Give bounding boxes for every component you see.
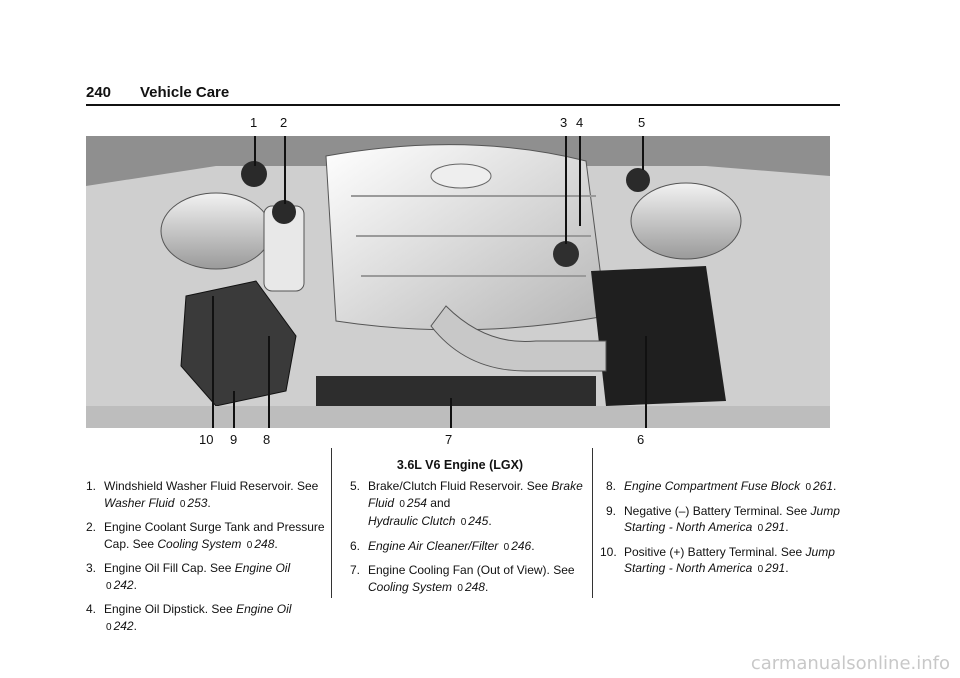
callout-8: 8	[263, 432, 271, 447]
legend-number: 3.	[86, 561, 97, 575]
cross-reference-page[interactable]: 242	[113, 618, 134, 633]
legend-item-5: 5. Brake/Clutch Fluid Reservoir. See Bra…	[350, 479, 583, 528]
leader-line-5	[642, 136, 644, 170]
leader-line-2	[284, 136, 286, 204]
page-header: 240 Vehicle Care	[86, 84, 840, 106]
cross-reference-link[interactable]: Hydraulic Clutch	[368, 514, 456, 528]
cross-reference-page[interactable]: 261	[813, 479, 834, 493]
cross-reference-link[interactable]: Jump Starting - North America	[624, 503, 840, 535]
legend-number: 10.	[600, 544, 617, 559]
section-title: Vehicle Care	[140, 84, 230, 101]
page-ref-icon: 0	[457, 582, 463, 594]
cross-reference-page[interactable]: 291	[765, 520, 786, 534]
cross-reference-link[interactable]: Cooling System	[368, 579, 453, 594]
callout-9: 9	[230, 432, 238, 447]
page-ref-icon: 0	[106, 621, 112, 633]
leader-line-8	[268, 336, 270, 428]
cross-reference-page[interactable]: 245	[468, 514, 489, 528]
leader-line-4	[579, 136, 581, 226]
cross-reference-link[interactable]: Brake Fluid	[368, 479, 583, 510]
legend-item-3: 3. Engine Oil Fill Cap. See Engine Oil 0…	[86, 561, 291, 592]
legend-text: Engine Oil Fill Cap. See	[104, 561, 232, 575]
cross-reference-link[interactable]: Jump Starting - North America	[624, 544, 835, 576]
legend-join-text: and	[430, 495, 451, 510]
leader-line-3	[565, 136, 567, 244]
callout-4: 4	[576, 115, 584, 130]
callout-10: 10	[199, 432, 214, 447]
column-divider-right	[592, 448, 593, 598]
legend-item-2: 2. Engine Coolant Surge Tank and Pressur…	[86, 520, 325, 551]
legend-number: 7.	[350, 563, 361, 577]
legend-item-1: 1. Windshield Washer Fluid Reservoir. Se…	[86, 479, 319, 510]
legend-number: 5.	[350, 479, 361, 493]
engine-illustration-svg	[86, 136, 830, 428]
legend-item-7: 7. Engine Cooling Fan (Out of View). See…	[350, 563, 575, 594]
cross-reference-link[interactable]: Engine Oil	[236, 602, 292, 616]
legend-text: Negative (–) Battery Terminal. See	[624, 503, 808, 518]
legend-text: Brake/Clutch Fluid Reservoir. See	[368, 479, 549, 493]
page-ref-icon: 0	[805, 482, 811, 493]
figure-caption: 3.6L V6 Engine (LGX)	[396, 458, 524, 472]
legend-column-middle: 5. Brake/Clutch Fluid Reservoir. See Bra…	[350, 478, 585, 603]
callout-3: 3	[560, 115, 568, 130]
cross-reference-page[interactable]: 248	[464, 579, 485, 594]
cross-reference-page[interactable]: 242	[113, 577, 134, 592]
legend-number: 8.	[606, 479, 617, 493]
engine-compartment-illustration	[86, 136, 830, 428]
cross-reference-page[interactable]: 254	[406, 495, 427, 510]
legend-number: 4.	[86, 602, 97, 616]
legend-number: 2.	[86, 520, 97, 534]
leader-line-6	[645, 336, 647, 428]
callout-1: 1	[250, 115, 258, 130]
legend-number: 9.	[606, 503, 617, 518]
cross-reference-link[interactable]: Engine Compartment Fuse Block	[624, 479, 801, 493]
cross-reference-link[interactable]: Cooling System	[157, 536, 242, 551]
leader-line-7	[450, 398, 452, 428]
page-ref-icon: 0	[106, 580, 112, 592]
callout-6: 6	[637, 432, 645, 447]
legend-item-9: 9. Negative (–) Battery Terminal. See Ju…	[606, 503, 840, 535]
leader-line-9	[233, 391, 235, 428]
callout-2: 2	[280, 115, 288, 130]
legend-number: 6.	[350, 538, 361, 553]
legend-text: Engine Cooling Fan (Out of View). See	[368, 563, 575, 577]
cross-reference-link[interactable]: Engine Air Cleaner/Filter	[368, 538, 499, 553]
cross-reference-link[interactable]: Washer Fluid	[104, 495, 175, 510]
page-ref-icon: 0	[503, 541, 510, 553]
cross-reference-page[interactable]: 248	[254, 536, 275, 551]
page-ref-icon: 0	[757, 564, 764, 575]
page-ref-icon: 0	[757, 523, 764, 534]
page-ref-icon: 0	[179, 498, 186, 510]
legend-item-4: 4. Engine Oil Dipstick. See Engine Oil 0…	[86, 602, 292, 633]
cross-reference-page[interactable]: 246	[511, 538, 532, 553]
leader-line-10	[212, 296, 214, 428]
callout-5: 5	[638, 115, 646, 130]
page-ref-icon: 0	[460, 517, 467, 528]
page-number: 240	[86, 84, 112, 101]
header-rule	[86, 104, 840, 106]
legend-number: 1.	[86, 479, 97, 493]
legend-item-10: 10. Positive (+) Battery Terminal. See J…	[600, 544, 835, 576]
cross-reference-page[interactable]: 253	[187, 495, 208, 510]
legend-text: Windshield Washer Fluid Reservoir. See	[104, 479, 319, 493]
legend-text: Positive (+) Battery Terminal. See	[624, 544, 803, 559]
cross-reference-page[interactable]: 291	[765, 561, 786, 575]
legend-column-left: 1. Windshield Washer Fluid Reservoir. Se…	[86, 478, 326, 642]
legend-text: Engine Oil Dipstick. See	[104, 602, 233, 616]
legend-text: Engine Coolant Surge Tank and Pressure C…	[104, 520, 325, 551]
watermark: carmanualsonline.info	[750, 653, 950, 674]
page-ref-icon: 0	[246, 539, 253, 551]
leader-line-1	[254, 136, 256, 166]
callout-7: 7	[445, 432, 453, 447]
cross-reference-link[interactable]: Engine Oil	[234, 561, 291, 575]
page-ref-icon: 0	[399, 498, 405, 510]
column-divider-left	[331, 448, 332, 598]
